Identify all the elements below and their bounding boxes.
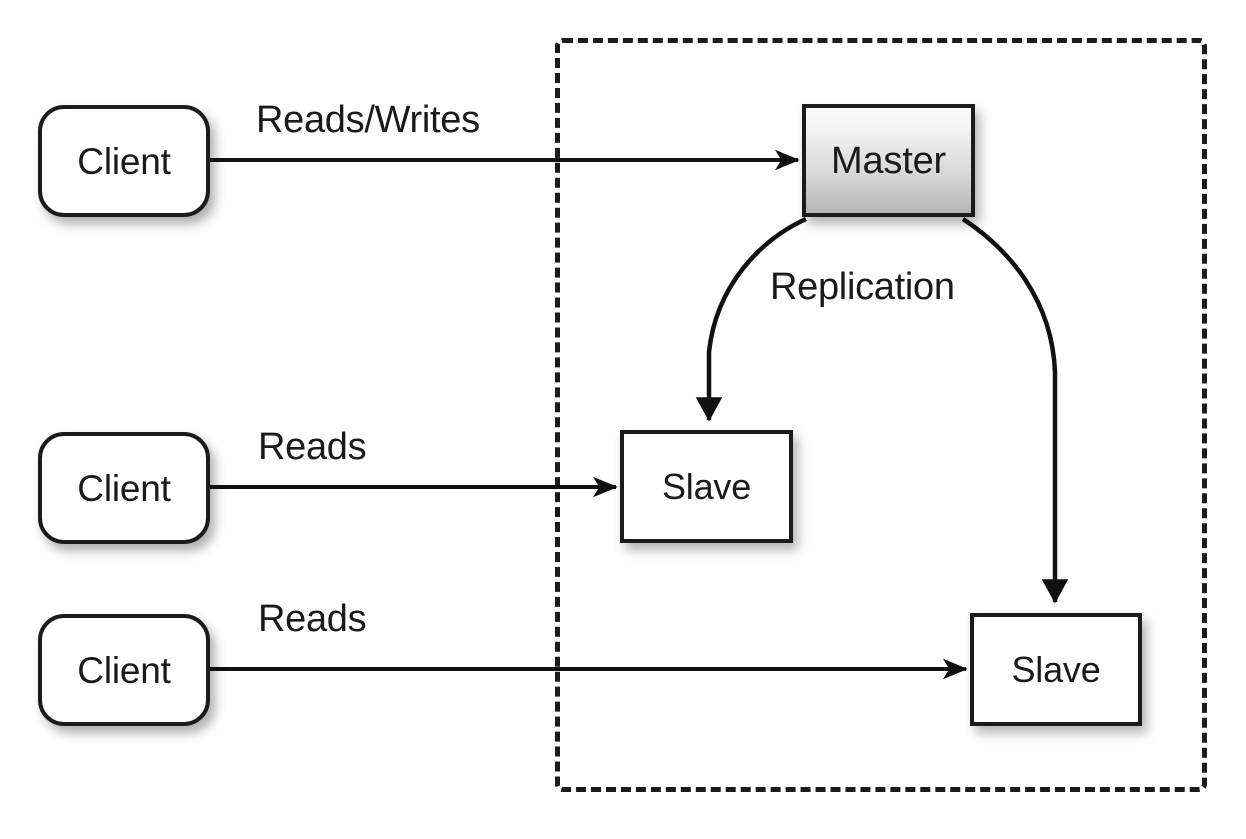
database-cluster-boundary	[555, 38, 1207, 792]
edge-label-reads-writes: Reads/Writes	[256, 99, 480, 141]
node-slave-1[interactable]: Slave	[620, 430, 793, 543]
edge-label-reads-slave2: Reads	[258, 598, 367, 640]
node-slave-2-label: Slave	[1011, 648, 1101, 690]
node-client-1-label: Client	[77, 140, 171, 182]
node-client-3-label: Client	[77, 649, 171, 691]
node-client-1[interactable]: Client	[38, 105, 210, 217]
node-master-label: Master	[831, 139, 946, 182]
edge-label-reads-slave1: Reads	[258, 426, 367, 468]
node-client-2[interactable]: Client	[38, 432, 210, 544]
edge-label-replication: Replication	[770, 266, 955, 308]
node-master[interactable]: Master	[802, 104, 975, 217]
node-slave-1-label: Slave	[661, 465, 752, 507]
node-client-3[interactable]: Client	[38, 614, 210, 726]
node-slave-2[interactable]: Slave	[970, 613, 1142, 726]
node-client-2-label: Client	[77, 467, 171, 509]
